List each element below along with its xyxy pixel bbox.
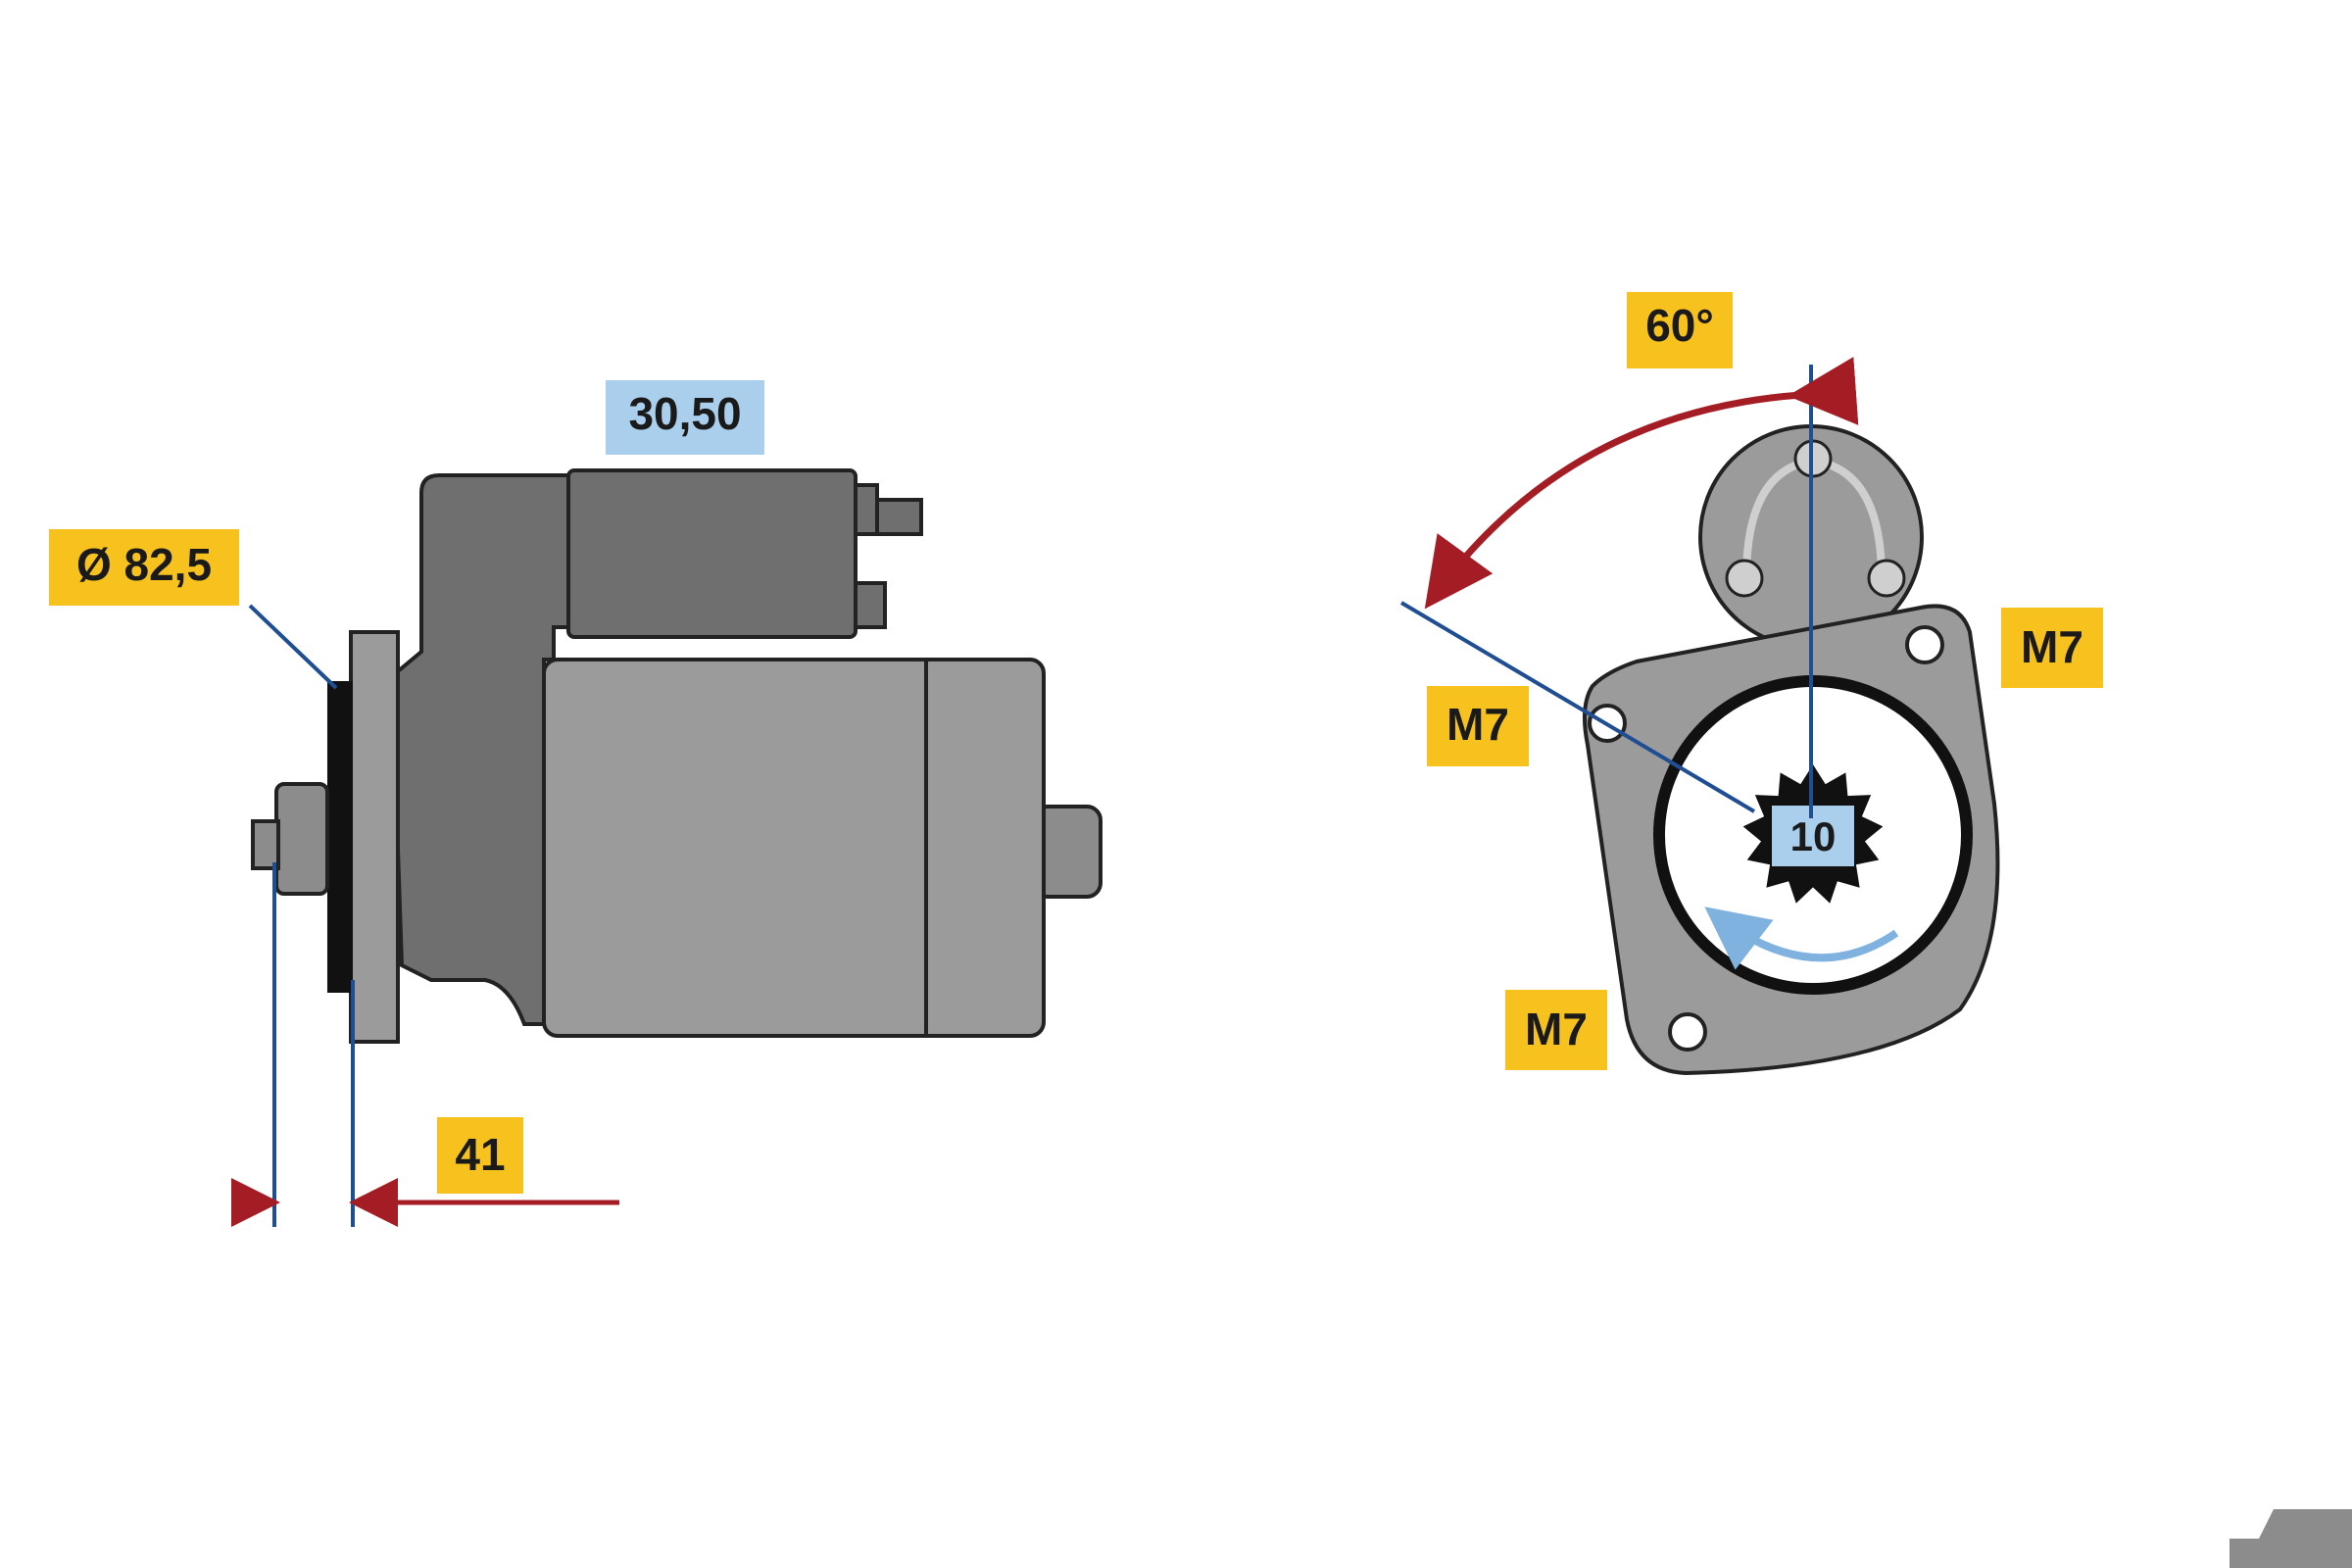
bolt-label-left: M7 bbox=[1427, 686, 1529, 766]
bolt-hole-top-right bbox=[1905, 625, 1944, 664]
terminal-size-label: 30,50 bbox=[606, 380, 764, 455]
solenoid-terminal-stud bbox=[875, 498, 923, 536]
bolt-hole-bottom bbox=[1668, 1012, 1707, 1052]
solenoid-contact-right bbox=[1867, 559, 1906, 598]
angle-arc bbox=[1424, 357, 1859, 610]
diameter-leader-line bbox=[248, 604, 338, 690]
motor-body bbox=[542, 658, 1046, 1038]
side-view bbox=[231, 468, 1102, 1227]
bolt-label-left-text: M7 bbox=[1446, 699, 1509, 750]
mounting-flange bbox=[349, 630, 400, 1044]
front-view: 10 bbox=[1399, 357, 2000, 1076]
angle-label: 60° bbox=[1627, 292, 1733, 368]
flange-offset-label: 41 bbox=[437, 1117, 523, 1194]
drive-shaft-tip bbox=[251, 819, 280, 870]
angle-label-text: 60° bbox=[1645, 300, 1714, 351]
bolt-label-top-right-text: M7 bbox=[2021, 621, 2083, 672]
solenoid bbox=[566, 468, 858, 639]
bolt-label-top-right: M7 bbox=[2001, 608, 2103, 688]
angled-reference-line bbox=[1399, 601, 1756, 813]
bolt-label-bottom: M7 bbox=[1505, 990, 1607, 1070]
solenoid-terminal-upper bbox=[854, 483, 879, 536]
pinion-teeth-label-text: 10 bbox=[1790, 813, 1837, 859]
pinion-gear bbox=[274, 782, 329, 896]
bolt-label-bottom-text: M7 bbox=[1525, 1004, 1588, 1054]
terminal-size-label-text: 30,50 bbox=[628, 388, 741, 439]
rotation-direction-arrow bbox=[1704, 906, 1899, 970]
flange-offset-label-text: 41 bbox=[455, 1129, 505, 1180]
solenoid-terminal-lower bbox=[854, 581, 887, 629]
solenoid-contact-left bbox=[1725, 559, 1764, 598]
corner-fragment bbox=[2230, 1509, 2352, 1568]
diameter-label-text: Ø 82,5 bbox=[76, 539, 212, 590]
diameter-label: Ø 82,5 bbox=[49, 529, 239, 606]
drive-housing bbox=[389, 473, 580, 1026]
flange-gasket bbox=[327, 681, 353, 993]
